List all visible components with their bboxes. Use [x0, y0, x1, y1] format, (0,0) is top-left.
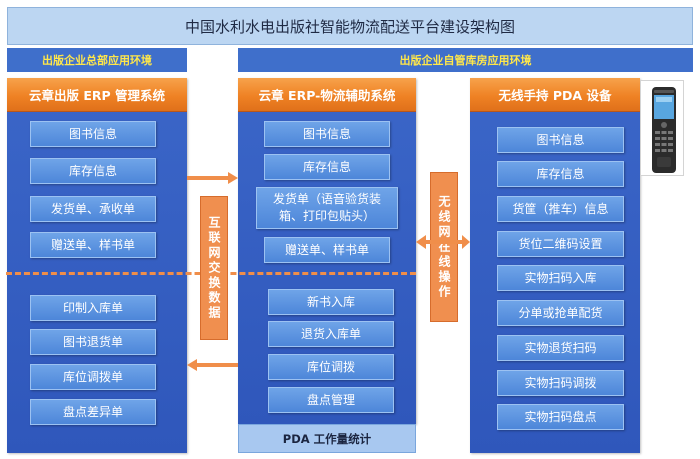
arrow-right-icon	[187, 176, 230, 180]
right-item: 货位二维码设置	[497, 231, 624, 257]
left-item: 图书退货单	[30, 329, 156, 355]
middle-item: 库位调拨	[268, 354, 394, 380]
left-item: 赠送单、样书单	[30, 232, 156, 258]
arrow-bi-right-head	[462, 235, 470, 249]
right-item: 实物退货扫码	[497, 335, 624, 361]
middle-item: 新书入库	[268, 289, 394, 315]
middle-item: 盘点管理	[268, 387, 394, 413]
env-left-label: 出版企业总部应用环境	[7, 48, 187, 72]
right-item: 货筐（推车）信息	[497, 196, 624, 222]
internet-exchange-box: 互联网交换数据	[200, 196, 228, 340]
middle-item: 图书信息	[264, 121, 390, 147]
left-item: 印制入库单	[30, 295, 156, 321]
arrow-right-icon-head	[228, 172, 238, 184]
middle-column-header: 云章 ERP-物流辅助系统	[238, 78, 416, 112]
left-item: 盘点差异单	[30, 399, 156, 425]
arrow-left-icon	[195, 363, 238, 367]
left-item: 发货单、承收单	[30, 196, 156, 222]
arrow-bi-left-head	[416, 235, 426, 249]
right-item: 库存信息	[497, 161, 624, 187]
middle-item: 退货入库单	[268, 321, 394, 347]
arrow-left-icon-head	[187, 359, 197, 371]
pda-device-image	[640, 80, 684, 176]
arrow-bidirectional-icon	[426, 240, 462, 244]
pda-workload-bar: PDA 工作量统计	[238, 424, 416, 453]
middle-item: 发货单（语音验货装箱、打印包贴头）	[256, 187, 398, 229]
right-item: 实物扫码盘点	[497, 404, 624, 430]
right-item: 实物扫码调拨	[497, 370, 624, 396]
right-item: 分单或抢单配货	[497, 300, 624, 326]
left-item: 库存信息	[30, 158, 156, 184]
left-item: 图书信息	[30, 121, 156, 147]
right-item: 实物扫码入库	[497, 265, 624, 291]
left-column-header: 云章出版 ERP 管理系统	[7, 78, 187, 112]
diagram-title: 中国水利水电出版社智能物流配送平台建设架构图	[7, 7, 693, 45]
pda-device-icon	[652, 87, 676, 173]
middle-item: 库存信息	[264, 154, 390, 180]
env-right-label: 出版企业自管库房应用环境	[238, 48, 693, 72]
middle-item: 赠送单、样书单	[264, 237, 390, 263]
left-item: 库位调拨单	[30, 364, 156, 390]
right-column-header: 无线手持 PDA 设备	[470, 78, 640, 112]
wireless-operation-box: 无线网在线操作	[430, 172, 458, 322]
right-item: 图书信息	[497, 127, 624, 153]
